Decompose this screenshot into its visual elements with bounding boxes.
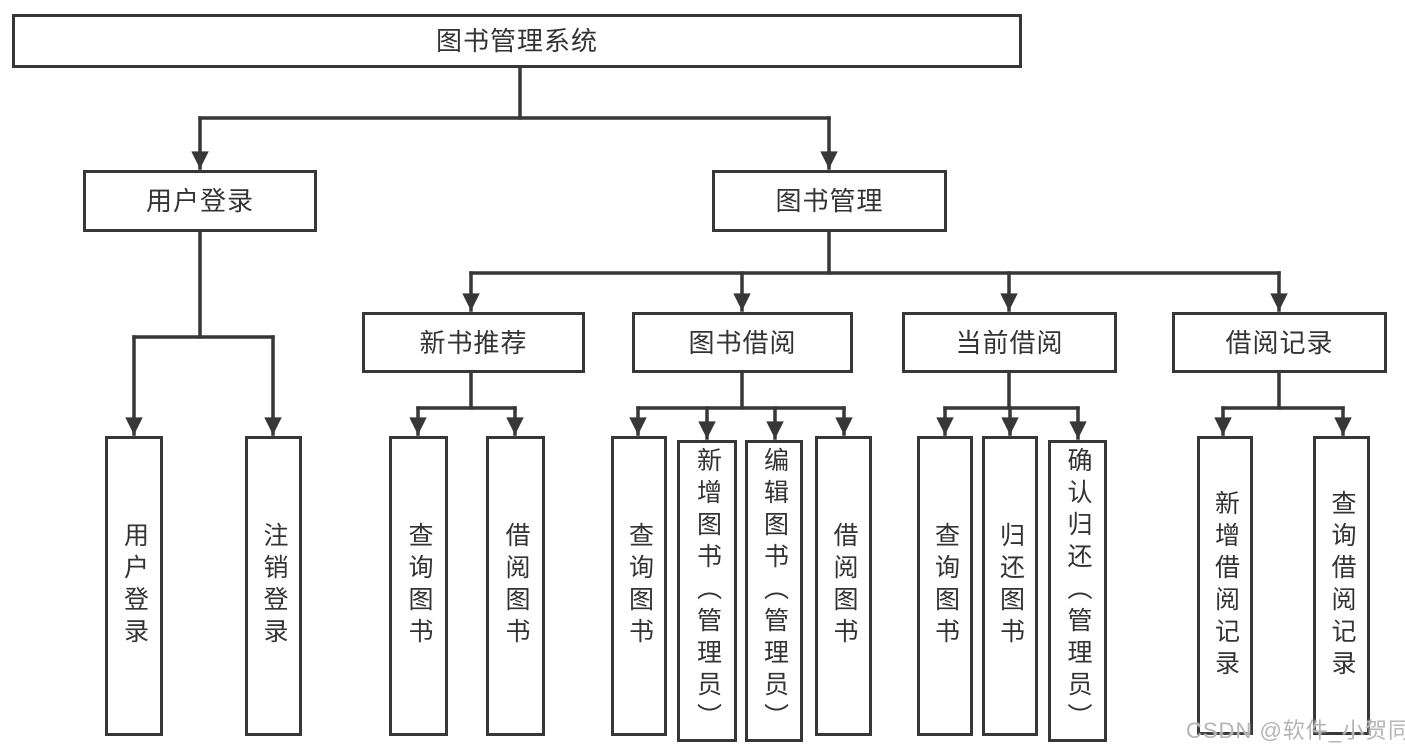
leaf-current-return-books: 归还图书: [982, 436, 1038, 736]
leaf-logout: 注销登录: [245, 436, 302, 736]
leaf-recommend-borrow-books: 借阅图书: [486, 436, 545, 736]
node-book-management: 图书管理: [712, 170, 947, 232]
leaf-borrow-query-books: 查询图书: [611, 436, 667, 736]
node-root-system: 图书管理系统: [12, 14, 1022, 68]
leaf-borrow-borrow-books: 借阅图书: [815, 436, 872, 736]
edges-book-borrow: [629, 370, 853, 440]
node-new-book-recommend: 新书推荐: [362, 312, 585, 373]
edges-new-book-recommend: [409, 370, 524, 436]
leaf-borrow-add-books-admin: 新增图书（管理员）: [677, 440, 737, 742]
leaf-borrow-edit-books-admin: 编辑图书（管理员）: [745, 440, 803, 742]
node-borrow-records: 借阅记录: [1172, 312, 1387, 373]
edges-borrow-records: [1214, 370, 1352, 436]
edges-user-login: [125, 229, 282, 436]
node-current-borrow: 当前借阅: [902, 312, 1117, 373]
csdn-watermark: CSDN @软件_小贺同学: [1186, 718, 1405, 743]
leaf-current-query-books: 查询图书: [917, 436, 973, 736]
leaf-records-add-record: 新增借阅记录: [1197, 436, 1253, 735]
edges-current-borrow: [936, 370, 1087, 440]
edges-root: [191, 65, 838, 170]
leaf-current-confirm-return-admin: 确认归还（管理员）: [1048, 440, 1107, 742]
leaf-user-login: 用户登录: [105, 436, 163, 736]
node-book-borrow: 图书借阅: [632, 312, 853, 373]
leaf-recommend-query-books: 查询图书: [389, 436, 448, 736]
edges-book-management: [462, 229, 1288, 312]
leaf-records-query-record: 查询借阅记录: [1313, 436, 1370, 735]
node-user-login: 用户登录: [83, 170, 317, 232]
